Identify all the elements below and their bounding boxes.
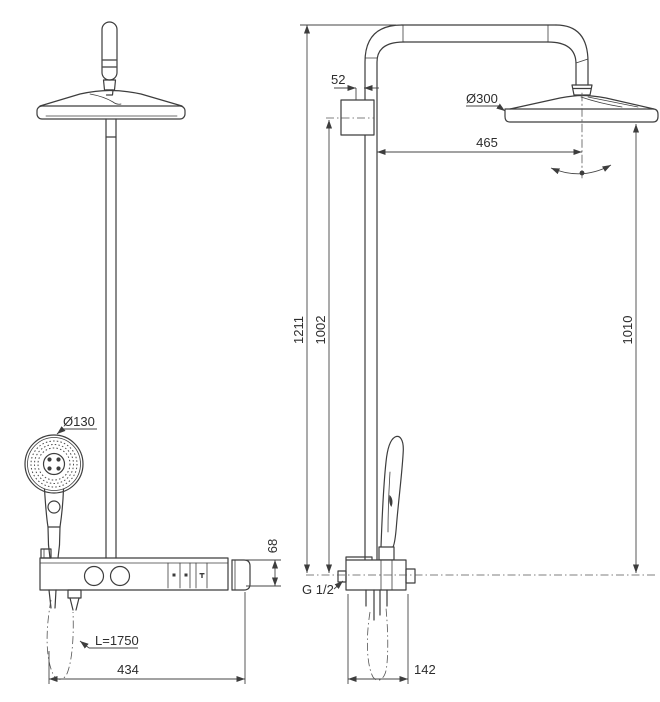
- callout-head-diameter: Ø300: [466, 91, 506, 112]
- wall-bracket-side: [326, 99, 375, 136]
- dimension-body-depth: 142: [347, 594, 436, 684]
- dimension-head-reach: 465: [377, 135, 582, 156]
- dimension-overall-width: 434: [48, 592, 246, 684]
- shelf-end-cap: [231, 559, 251, 591]
- dim-label-wall-offset: 52: [331, 72, 345, 87]
- spray-nozzles: [47, 457, 61, 471]
- overhead-shower-side: [504, 84, 659, 179]
- callout-hand-shower-diameter: Ø130: [56, 414, 97, 435]
- front-view: Ø130 L=1750 68 434: [24, 21, 281, 684]
- dim-label-head-reach: 465: [476, 135, 498, 150]
- dimension-wall-offset: 52: [331, 72, 379, 100]
- dim-label-hose-length: L=1750: [95, 633, 139, 648]
- overhead-shower-front: [36, 89, 186, 120]
- riser-front: [105, 118, 117, 559]
- hand-shower-front: [24, 434, 84, 559]
- hose-front: [46, 589, 82, 680]
- button-icons: [172, 573, 205, 578]
- dim-label-overall-height: 1211: [291, 316, 306, 344]
- button-panel: [167, 562, 208, 589]
- hose-side: [365, 589, 389, 681]
- dim-label-body-depth: 142: [414, 662, 436, 677]
- side-view: 52 Ø300 465 1211 1002 1010: [291, 24, 659, 684]
- dim-label-overall-width: 434: [117, 662, 139, 677]
- callout-inlet-thread: G 1/2: [302, 580, 344, 597]
- dimension-head-clearance: 1010: [620, 124, 640, 573]
- hand-shower-side: [378, 435, 404, 561]
- dim-label-hand-shower-diameter: Ø130: [63, 414, 95, 429]
- dim-label-inlet-thread: G 1/2: [302, 582, 334, 597]
- shower-arm-side: [364, 24, 589, 561]
- dim-label-head-clearance: 1010: [620, 316, 635, 345]
- dim-label-head-diameter: Ø300: [466, 91, 498, 106]
- shower-arm-front: [101, 21, 118, 96]
- dimension-shelf-height: 68: [246, 539, 281, 587]
- dim-label-shelf-height: 68: [265, 539, 280, 553]
- callout-hose-length: L=1750: [79, 633, 139, 649]
- valve-body-side: [337, 556, 416, 591]
- dim-label-inlet-height: 1002: [313, 316, 328, 345]
- dimension-inlet-height: 1002: [313, 120, 333, 573]
- dimension-overall-height: 1211: [291, 24, 396, 573]
- shelf-front: [39, 548, 251, 591]
- swivel-arrow: [550, 164, 612, 176]
